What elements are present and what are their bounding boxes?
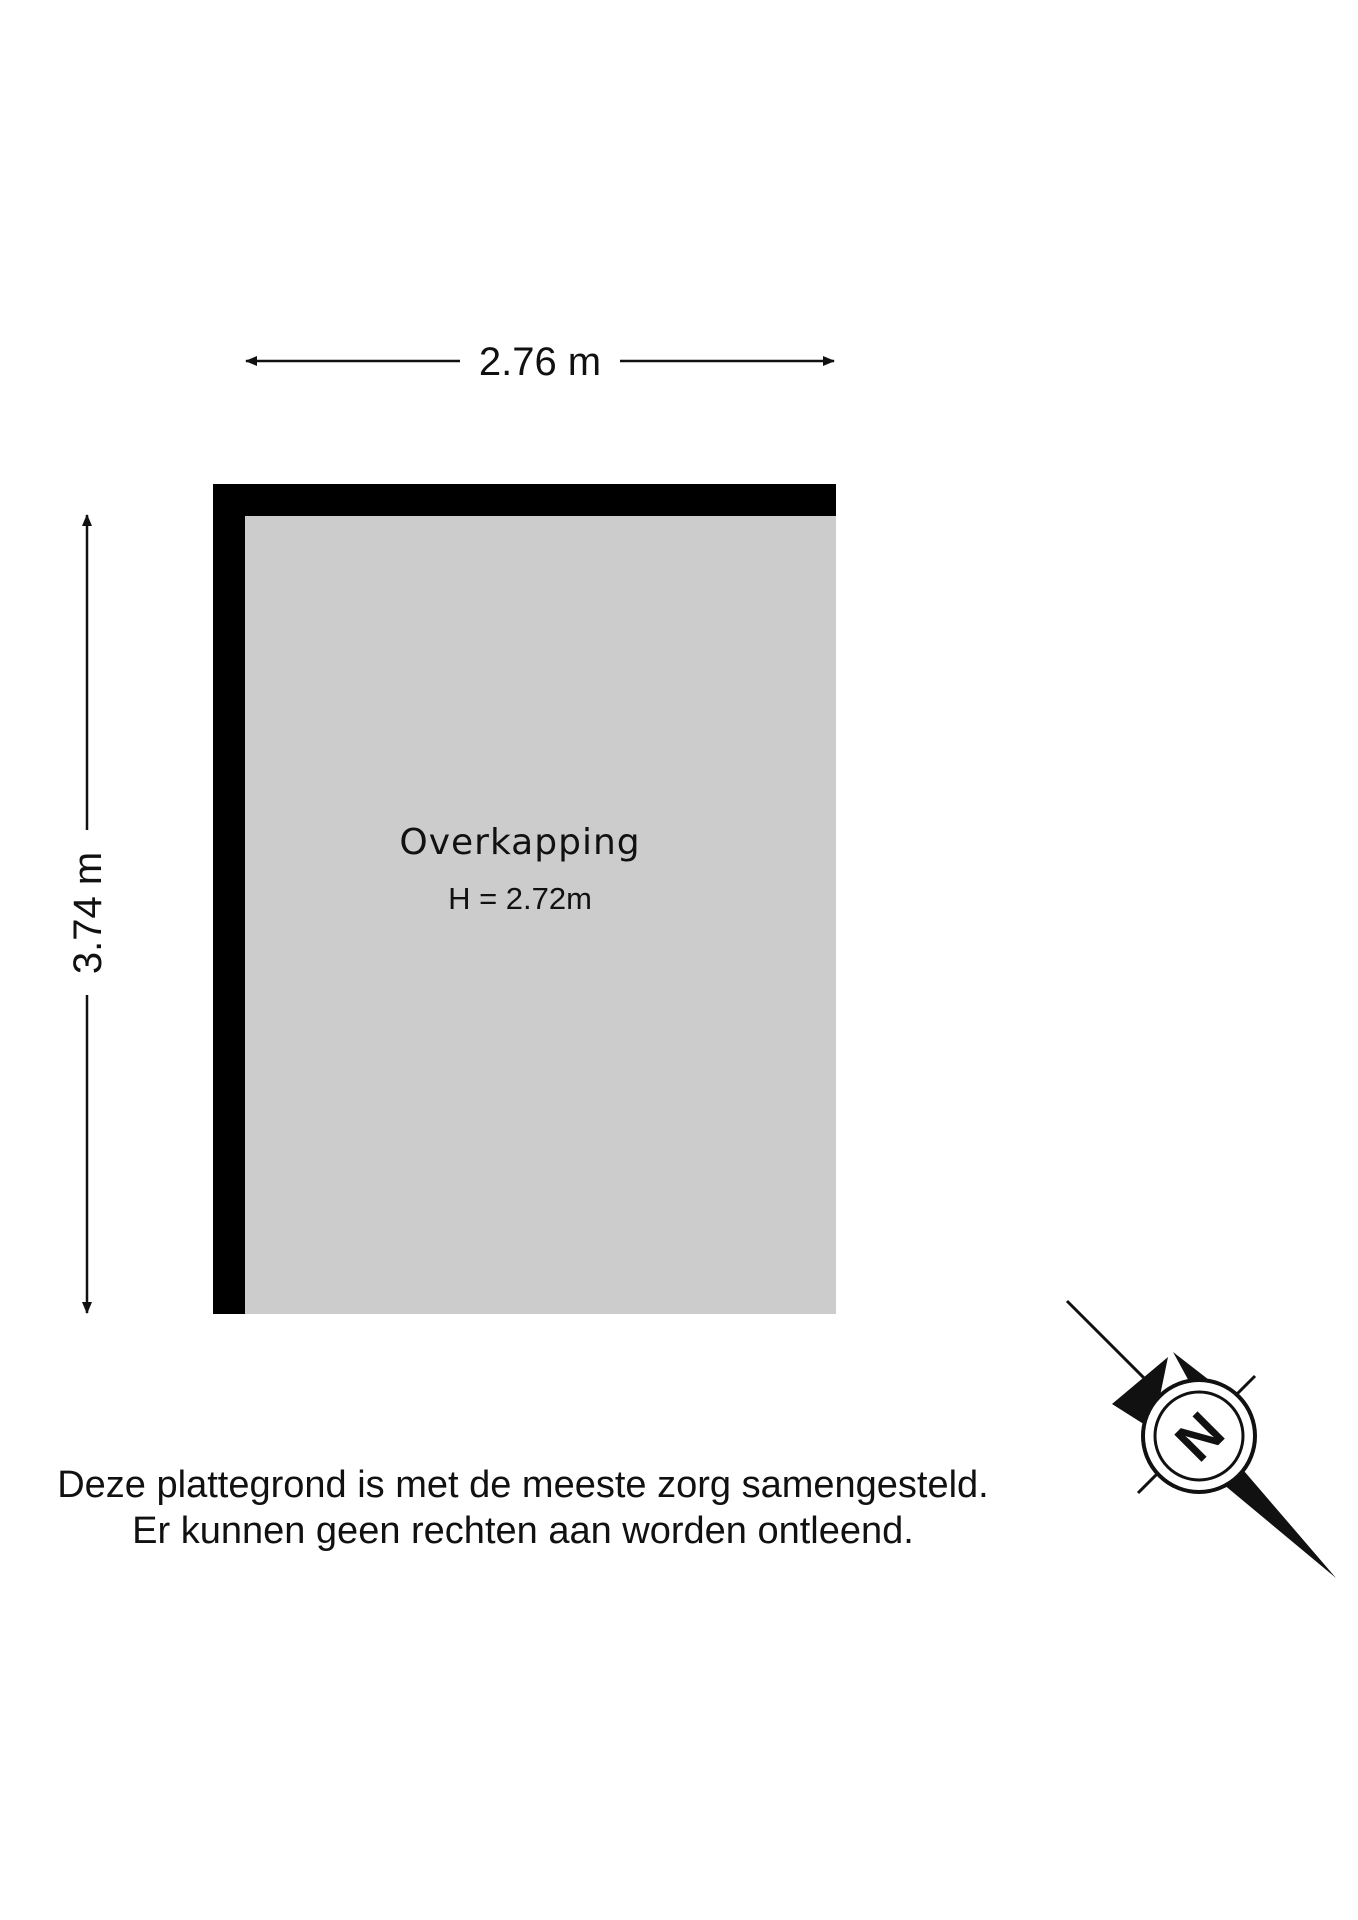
depth-dimension: 3.74 m [66,514,110,1314]
wall-left [213,484,245,1314]
wall-top [213,484,836,516]
width-dimension-label: 2.76 m [479,340,601,384]
disclaimer: Deze plattegrond is met de meeste zorg s… [57,1464,989,1552]
room-overkapping: Overkapping H = 2.72m [213,484,836,1314]
depth-dimension-label: 3.74 m [66,852,110,974]
width-dimension: 2.76 m [245,340,835,384]
disclaimer-line-1: Deze plattegrond is met de meeste zorg s… [57,1464,989,1506]
north-arrow-compass-icon: N [1065,1299,1336,1578]
room-name: Overkapping [399,822,640,863]
disclaimer-line-2: Er kunnen geen rechten aan worden ontlee… [132,1510,914,1552]
room-floor [213,484,836,1314]
room-height: H = 2.72m [448,881,592,916]
